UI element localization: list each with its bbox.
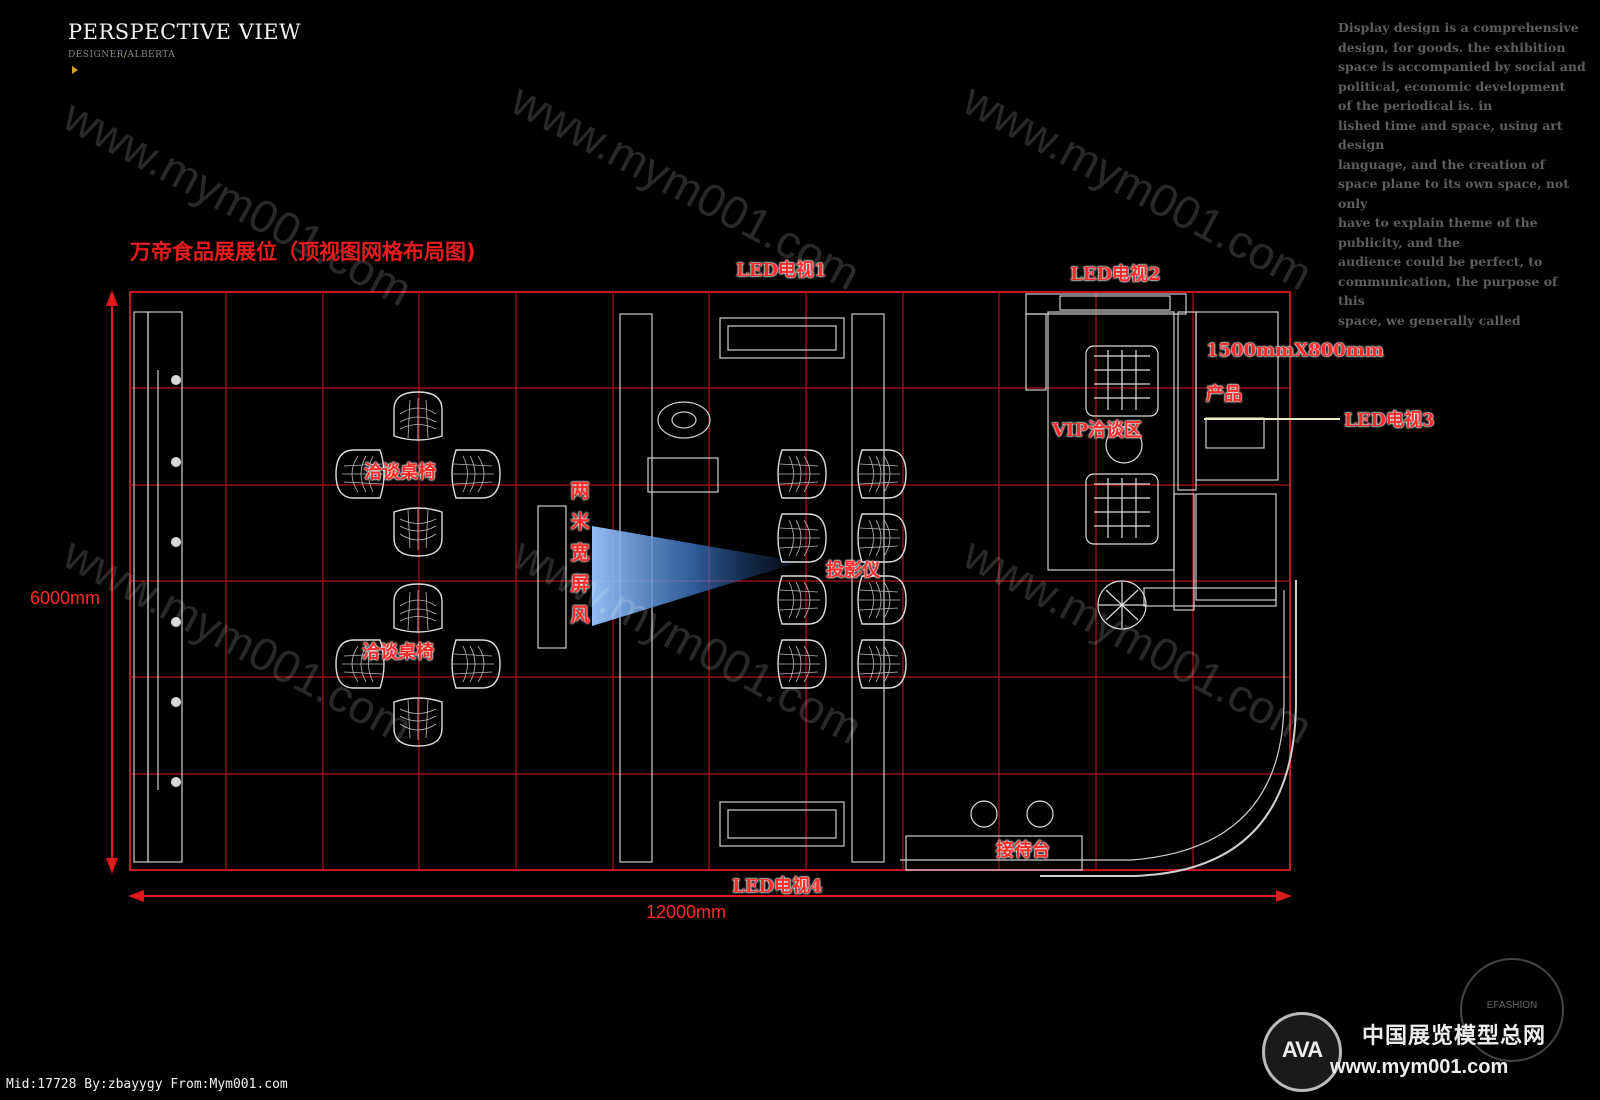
- label-vip-area: VIP洽谈区: [1052, 420, 1142, 441]
- blurb-line: lished time and space, using art design: [1338, 117, 1563, 153]
- seal-stamp: EFASHION: [1460, 958, 1564, 1062]
- width-dimension: 12000mm: [646, 902, 727, 922]
- height-dimension: 6000mm: [30, 588, 101, 608]
- blurb-line: have to explain theme of the: [1338, 215, 1538, 230]
- plan-walls: [133, 293, 1297, 877]
- projector-beam: [592, 526, 800, 626]
- vip-sofas: [1085, 345, 1159, 630]
- logo-text: AVA: [1281, 1037, 1323, 1062]
- label-projector: 投影仪: [826, 560, 880, 581]
- blurb-line: audience could be perfect, to: [1338, 254, 1543, 269]
- label-meeting-table-2: 洽谈桌椅: [362, 642, 434, 663]
- blurb-line: space, we generally called: [1338, 312, 1521, 328]
- blurb-line: space is accompanied by social and: [1338, 59, 1586, 74]
- screen-char: 两: [570, 480, 590, 502]
- blurb-line: design, for goods. the exhibition: [1338, 39, 1566, 55]
- blurb-line: Display design is a comprehensive: [1338, 20, 1579, 35]
- designer-name: ALBERTA: [127, 50, 176, 60]
- label-product-size: 1500mmX800mm: [1206, 340, 1384, 361]
- screen-char: 宽: [570, 542, 590, 564]
- screen-char: 屏: [570, 573, 590, 595]
- blurb-line: communication, the purpose of this: [1338, 273, 1558, 309]
- blurb-line: publicity, and the: [1338, 234, 1461, 250]
- plan-title: 万帝食品展展位（顶视图网格布局图): [130, 240, 476, 264]
- page-title: PERSPECTIVE VIEW: [68, 20, 302, 44]
- play-arrow-icon: [72, 66, 78, 74]
- designer-credit: DESIGNER/ALBERTA: [68, 50, 176, 60]
- label-led-tv-4: LED电视4: [732, 876, 823, 897]
- watermark-text: www.mym001.com: [54, 88, 420, 316]
- blurb-line: space plane to its own space, not only: [1338, 176, 1570, 211]
- footer-credit: Mid:17728 By:zbayygy From:Mym001.com: [6, 1077, 288, 1092]
- brand-logo: AVA: [1262, 1012, 1342, 1092]
- wall-lights: [171, 375, 181, 787]
- screen-char: 风: [570, 604, 590, 626]
- watermark-layer: www.mym001.com www.mym001.com www.mym001…: [54, 72, 1320, 754]
- blurb-line: of the periodical is. in: [1338, 98, 1493, 113]
- reception-stools: [970, 800, 1054, 828]
- watermark-text: www.mym001.com: [954, 526, 1320, 754]
- label-product: 产品: [1206, 384, 1242, 405]
- screen-char: 米: [570, 511, 590, 533]
- blurb-line: language, and the creation of: [1338, 156, 1545, 172]
- label-led-tv-1: LED电视1: [736, 260, 827, 281]
- dimension-arrows: [106, 290, 1292, 902]
- seal-text: EFASHION: [1486, 1000, 1538, 1011]
- label-led-tv-2: LED电视2: [1070, 264, 1161, 285]
- label-meeting-table-1: 洽谈桌椅: [364, 462, 436, 483]
- description-blurb: Display design is a comprehensive design…: [1338, 18, 1588, 330]
- designer-label: DESIGNER: [68, 50, 124, 60]
- blurb-line: political, economic development: [1338, 78, 1566, 94]
- label-screen-vertical: 两 米 宽 屏 风: [568, 476, 592, 631]
- label-led-tv-3: LED电视3: [1344, 410, 1435, 431]
- label-reception-desk: 接待台: [996, 840, 1050, 861]
- brand-name-cn: 中国展览模型总网: [1362, 1024, 1547, 1049]
- brand-url[interactable]: www.mym001.com: [1330, 1056, 1509, 1078]
